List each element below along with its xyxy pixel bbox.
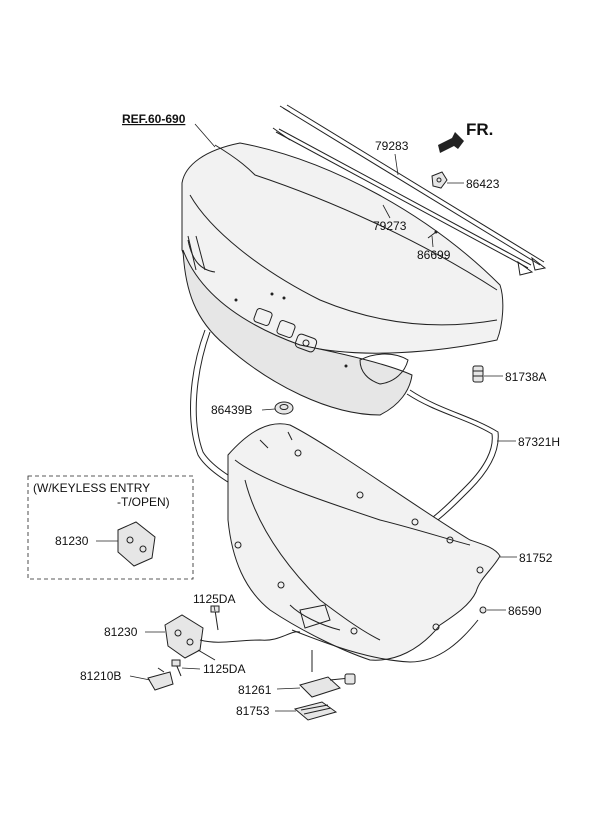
label-87321H: 87321H xyxy=(518,435,560,449)
pin-86699-icon xyxy=(427,230,438,239)
keyless-box-line1: (W/KEYLESS ENTRY xyxy=(33,481,150,495)
label-86423: 86423 xyxy=(466,177,500,191)
label-79273: 79273 xyxy=(373,219,407,233)
label-81261: 81261 xyxy=(238,683,272,697)
bolt-1125DA-lower-icon xyxy=(171,659,182,677)
label-79283: 79283 xyxy=(375,139,409,153)
screw-86590-icon xyxy=(479,606,487,614)
keyless-box-part-label: 81230 xyxy=(55,534,89,548)
label-86590: 86590 xyxy=(508,604,542,618)
keyless-latch-81230-icon xyxy=(117,521,156,567)
gas-strut-79283 xyxy=(279,104,547,271)
ref-label: REF.60-690 xyxy=(122,112,186,126)
label-81230: 81230 xyxy=(104,625,138,639)
striker-81210B-icon xyxy=(147,667,174,691)
label-86699: 86699 xyxy=(417,248,451,262)
label-81210B: 81210B xyxy=(80,669,121,683)
label-81738A: 81738A xyxy=(505,370,546,384)
trunk-lid-trim-81752 xyxy=(227,423,501,663)
label-1125DA-top: 1125DA xyxy=(193,592,235,606)
bracket-86423-icon xyxy=(431,171,448,189)
label-81753: 81753 xyxy=(236,704,270,718)
label-86439B: 86439B xyxy=(211,403,252,417)
keyless-box-line2: -T/OPEN) xyxy=(117,495,170,509)
label-81752: 81752 xyxy=(519,551,553,565)
label-1125DA-bottom: 1125DA xyxy=(203,662,245,676)
front-direction-label: FR. xyxy=(466,120,493,139)
grommet-86439B-icon xyxy=(274,401,294,415)
license-lamp-81261-icon xyxy=(299,650,356,698)
front-direction-arrow-icon xyxy=(438,132,464,153)
gas-strut-79273 xyxy=(272,127,534,276)
bumper-81738A-icon xyxy=(472,365,484,383)
keyless-entry-box xyxy=(27,475,194,580)
trunk-lid-panel xyxy=(181,142,504,416)
latch-81230-icon xyxy=(164,614,301,661)
lamp-lens-81753-icon xyxy=(293,701,338,721)
